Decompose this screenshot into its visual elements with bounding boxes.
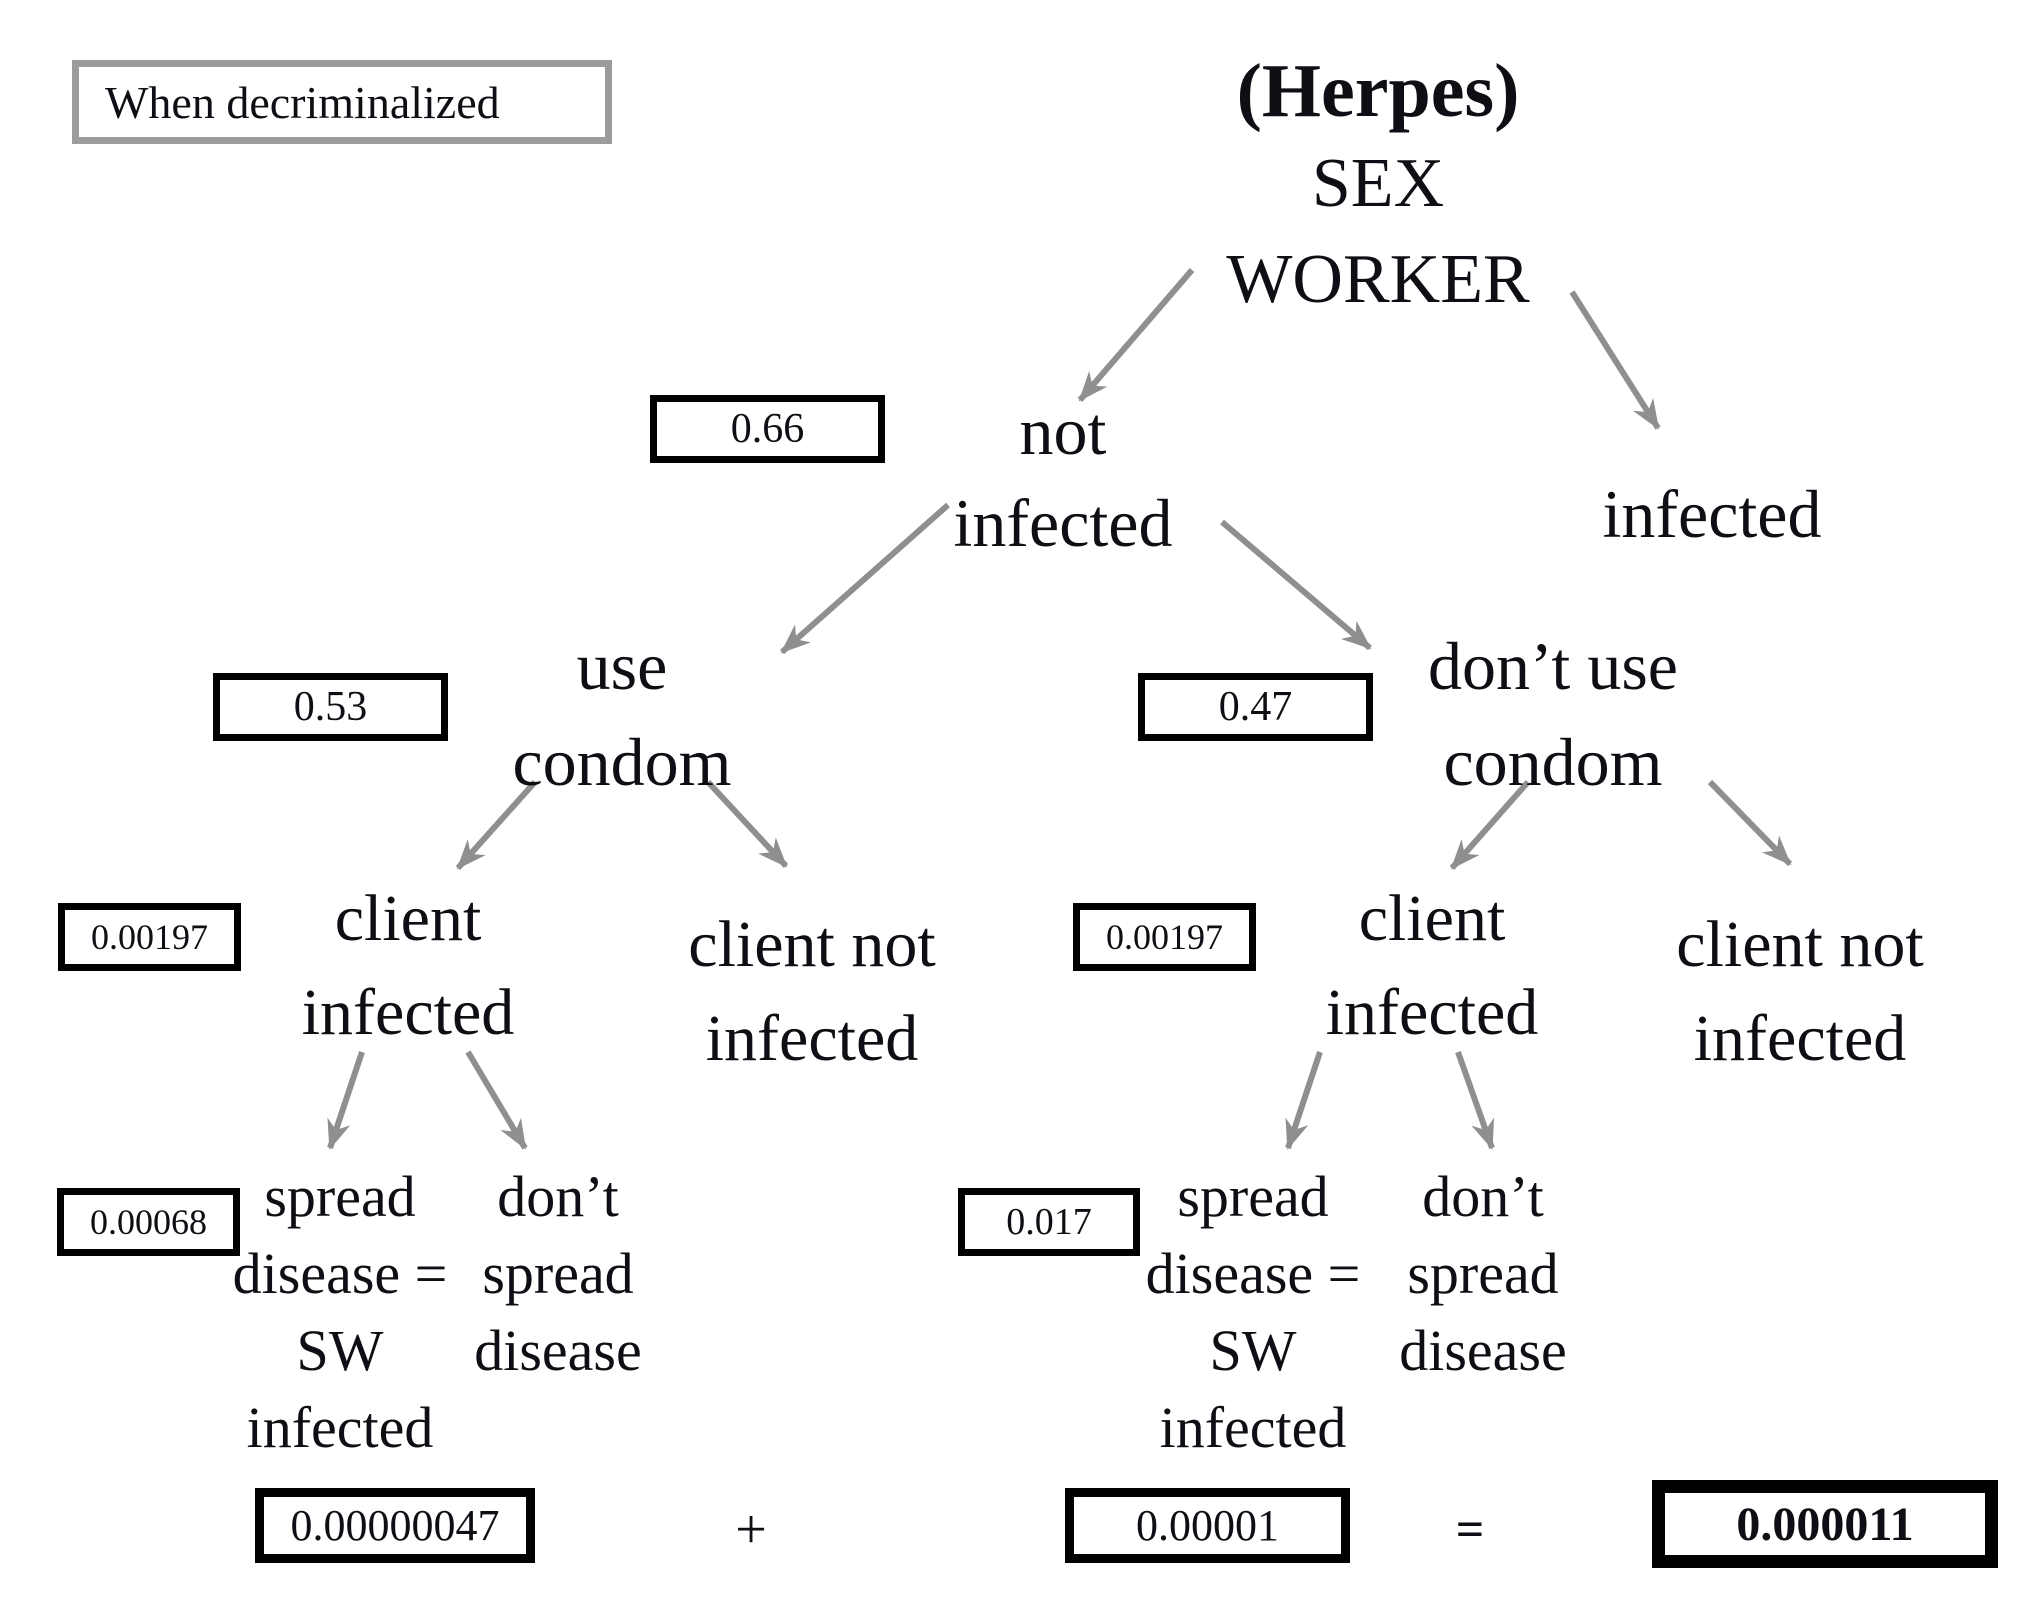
node-line: not bbox=[1019, 393, 1107, 469]
node-line: infected bbox=[1693, 1002, 1907, 1075]
prob-value: 0.53 bbox=[293, 684, 368, 730]
prob-value: 0.00197 bbox=[1106, 917, 1223, 957]
node-client-infected-right: client infected bbox=[1257, 872, 1607, 1060]
prob-box-client-infected-right: 0.00197 bbox=[1073, 903, 1256, 971]
prob-box-not-infected: 0.66 bbox=[650, 395, 885, 463]
node-line: client not bbox=[1676, 908, 1924, 981]
prob-box-use-condom: 0.53 bbox=[213, 673, 448, 741]
node-line: condom bbox=[1443, 724, 1663, 800]
title-disease: (Herpes) bbox=[1236, 49, 1520, 133]
node-sw-infected: infected bbox=[1562, 468, 1862, 560]
node-line: disease bbox=[1399, 1318, 1567, 1383]
prob-value: 0.47 bbox=[1218, 684, 1293, 730]
node-line: disease bbox=[474, 1318, 642, 1383]
title-worker: WORKER bbox=[1226, 241, 1530, 318]
prob-box-client-infected-left: 0.00197 bbox=[58, 903, 241, 971]
node-line: spread bbox=[1407, 1241, 1559, 1306]
prob-box-spread-right: 0.017 bbox=[958, 1188, 1140, 1256]
node-line: client not bbox=[688, 908, 936, 981]
node-line: condom bbox=[512, 724, 732, 800]
prob-box-dont-use-condom: 0.47 bbox=[1138, 673, 1373, 741]
equation-result-box: 0.000011 bbox=[1652, 1480, 1998, 1568]
node-line: SW bbox=[1209, 1318, 1297, 1383]
node-client-infected-left: client infected bbox=[233, 872, 583, 1060]
node-spread-disease-left: spread disease = SW infected bbox=[190, 1158, 490, 1466]
node-line: infected bbox=[705, 1002, 919, 1075]
node-line: use bbox=[576, 628, 668, 704]
scenario-label: When decriminalized bbox=[105, 76, 500, 128]
arrow-clientinfected-to-spread-right bbox=[1285, 1051, 1323, 1150]
node-line: infected bbox=[246, 1395, 434, 1460]
node-line: don’t bbox=[497, 1164, 619, 1229]
equals-operator: = bbox=[1455, 1501, 1485, 1557]
node-dont-spread-left: don’t spread disease bbox=[433, 1158, 683, 1389]
node-line: disease = bbox=[1145, 1241, 1361, 1306]
node-use-condom: use condom bbox=[447, 618, 797, 810]
arrow-clientinfected-to-dontspread-right bbox=[1455, 1050, 1495, 1150]
prob-value: 0.017 bbox=[1006, 1201, 1092, 1243]
node-line: infected bbox=[953, 485, 1173, 561]
equation-term2: 0.00001 bbox=[1136, 1501, 1279, 1550]
prob-value: 0.00197 bbox=[91, 917, 208, 957]
prob-value: 0.00068 bbox=[90, 1202, 207, 1242]
equation-term2-box: 0.00001 bbox=[1065, 1488, 1350, 1563]
node-sw-not-infected: not infected bbox=[863, 385, 1263, 569]
equation-result: 0.000011 bbox=[1736, 1497, 1914, 1551]
scenario-label-box: When decriminalized bbox=[72, 60, 612, 144]
node-line: infected bbox=[1325, 976, 1539, 1049]
node-line: client bbox=[334, 882, 482, 955]
equation-term1-box: 0.00000047 bbox=[255, 1488, 535, 1563]
node-dont-use-condom: don’t use condom bbox=[1353, 618, 1753, 810]
prob-value: 0.66 bbox=[730, 406, 805, 452]
node-line: don’t use bbox=[1428, 628, 1678, 704]
node-line: infected bbox=[1159, 1395, 1347, 1460]
arrow-clientinfected-to-spread-left bbox=[327, 1051, 365, 1150]
node-line: SW bbox=[296, 1318, 384, 1383]
node-client-not-infected-left: client not infected bbox=[612, 898, 1012, 1086]
plus-operator: + bbox=[735, 1499, 767, 1561]
node-line: don’t bbox=[1422, 1164, 1544, 1229]
equation-term1: 0.00000047 bbox=[290, 1501, 500, 1550]
prob-box-spread-left: 0.00068 bbox=[57, 1188, 240, 1256]
arrow-clientinfected-to-dontspread-left bbox=[465, 1050, 528, 1150]
node-line: spread bbox=[1177, 1164, 1329, 1229]
node-dont-spread-right: don’t spread disease bbox=[1358, 1158, 1608, 1389]
node-line: spread bbox=[482, 1241, 634, 1306]
node-spread-disease-right: spread disease = SW infected bbox=[1103, 1158, 1403, 1466]
node-client-not-infected-right: client not infected bbox=[1600, 898, 2000, 1086]
node-line: spread bbox=[264, 1164, 416, 1229]
node-line: infected bbox=[301, 976, 515, 1049]
node-line: infected bbox=[1602, 476, 1822, 552]
node-line: client bbox=[1358, 882, 1506, 955]
title-sex: SEX bbox=[1311, 145, 1445, 222]
node-line: disease = bbox=[232, 1241, 448, 1306]
